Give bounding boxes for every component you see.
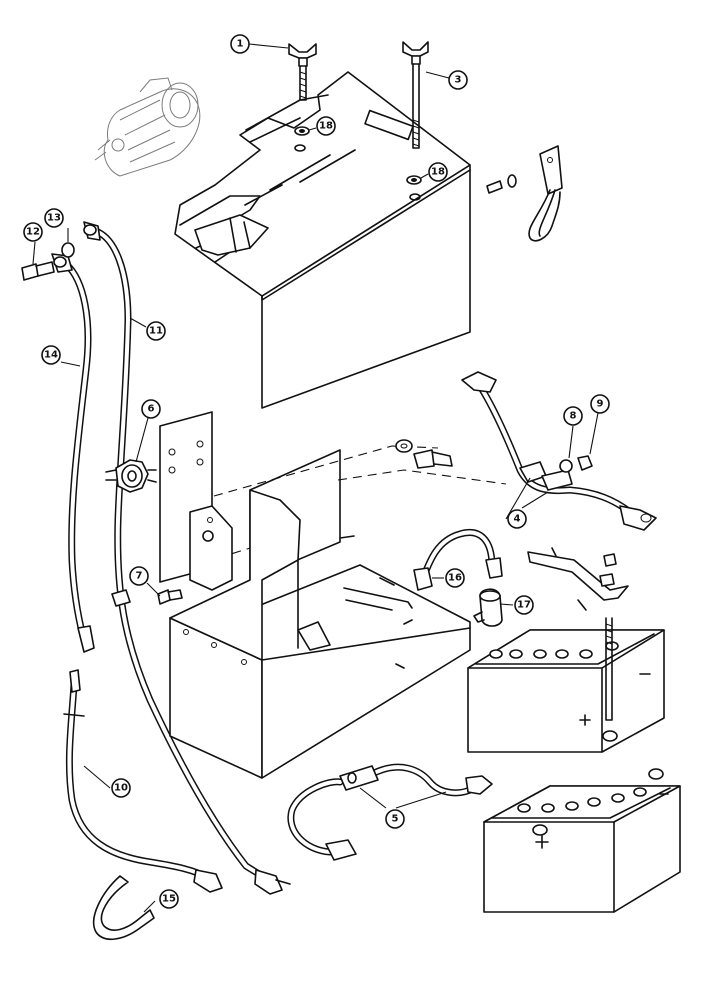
svg-text:15: 15	[162, 894, 176, 905]
cable-clamp	[111, 589, 131, 607]
battery-switch-part-6	[105, 459, 157, 493]
callout-18-lower: 18	[428, 162, 448, 182]
bolt-part-7	[157, 589, 183, 605]
wing-bolt-part-1	[288, 43, 317, 101]
callout-1: 1	[230, 34, 250, 54]
battery-clamp-strap	[527, 547, 629, 611]
svg-text:18: 18	[319, 121, 333, 132]
callout-17: 17	[514, 595, 534, 615]
terminal-boot-part-17	[473, 588, 503, 627]
callout-8: 8	[563, 406, 583, 426]
svg-text:4: 4	[514, 514, 521, 525]
starter-motor-illustration	[94, 77, 201, 177]
svg-text:3: 3	[455, 75, 462, 86]
nut-part-13	[61, 242, 75, 258]
callout-18-upper: 18	[316, 116, 336, 136]
svg-text:5: 5	[392, 814, 399, 825]
svg-text:6: 6	[148, 404, 155, 415]
callout-13: 13	[44, 208, 64, 228]
svg-text:11: 11	[149, 326, 163, 337]
washer-part-8	[559, 459, 573, 473]
cable-part-4	[461, 371, 657, 531]
cable-part-16	[413, 529, 503, 591]
callout-14: 14	[41, 345, 61, 365]
callout-10: 10	[111, 778, 131, 798]
cable-part-10	[63, 669, 223, 893]
hold-down-rod	[605, 617, 613, 721]
tray-bolt-illustration	[395, 439, 453, 469]
strap-part-15	[92, 875, 155, 940]
cable-part-11	[83, 221, 291, 895]
battery-cover	[174, 71, 471, 409]
svg-text:10: 10	[114, 783, 128, 794]
svg-text:8: 8	[570, 411, 577, 422]
svg-text:14: 14	[44, 350, 58, 361]
svg-text:7: 7	[136, 571, 143, 582]
callout-12: 12	[23, 222, 43, 242]
small-bolt-illustration	[486, 174, 517, 194]
leader-lines	[32, 43, 599, 913]
battery-rear	[467, 629, 665, 753]
svg-text:17: 17	[517, 600, 531, 611]
svg-text:13: 13	[47, 213, 61, 224]
cable-part-14	[51, 253, 95, 653]
svg-text:16: 16	[448, 573, 462, 584]
callout-6: 6	[141, 399, 161, 419]
callout-4: 4	[507, 509, 527, 529]
callout-15: 15	[159, 889, 179, 909]
callout-3: 3	[448, 70, 468, 90]
callout-11: 11	[146, 321, 166, 341]
callout-5: 5	[385, 809, 405, 829]
svg-text:18: 18	[431, 167, 445, 178]
callout-9: 9	[590, 394, 610, 414]
svg-text:1: 1	[237, 39, 244, 50]
svg-text:12: 12	[26, 227, 40, 238]
svg-text:9: 9	[597, 399, 604, 410]
battery-front	[483, 768, 681, 913]
callout-7: 7	[129, 566, 149, 586]
long-wing-bolt-part-3	[402, 41, 429, 149]
cable-part-5	[287, 763, 493, 861]
callout-16: 16	[445, 568, 465, 588]
hold-down-hook-illustration	[528, 145, 563, 242]
bolt-part-12	[21, 261, 55, 281]
battery-tray	[169, 445, 507, 779]
nut-part-9	[577, 455, 593, 471]
